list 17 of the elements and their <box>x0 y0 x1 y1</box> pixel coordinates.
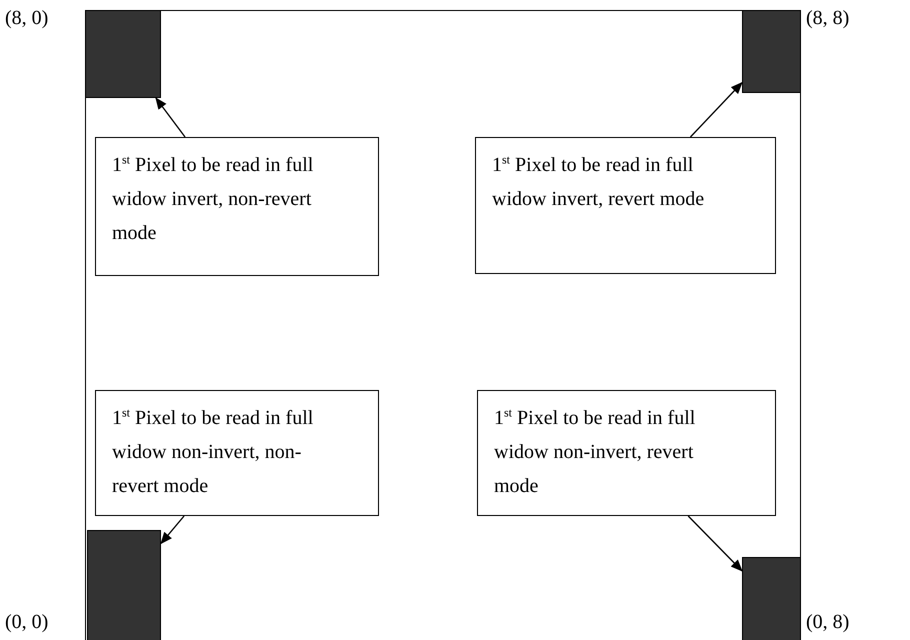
coordinate-label: (8, 0) <box>5 6 48 30</box>
text-box: 1$^{st}$ Pixel to be read in full widow non-invert, non-revert mode <box>95 390 379 516</box>
pixel-square <box>742 10 801 93</box>
text-box: 1$^{st}$ Pixel to be read in full widow non-invert, revert mode <box>477 390 776 516</box>
coordinate-label: (0, 8) <box>806 610 850 634</box>
pixel-square <box>742 557 801 640</box>
arrow <box>688 516 743 572</box>
coordinate-label: (8, 8) <box>806 6 850 30</box>
text-box: 1$^{st}$ Pixel to be read in full widow invert, revert mode <box>475 137 776 274</box>
arrow <box>155 97 186 138</box>
pixel-square <box>87 530 161 640</box>
coordinate-label: (0, 0) <box>5 610 48 634</box>
arrow <box>160 516 185 544</box>
text-box: 1$^{st}$ Pixel to be read in full widow invert, non-revert mode <box>95 137 379 276</box>
pixel-square <box>85 10 161 98</box>
arrow <box>690 82 743 138</box>
window-frame <box>85 10 801 640</box>
